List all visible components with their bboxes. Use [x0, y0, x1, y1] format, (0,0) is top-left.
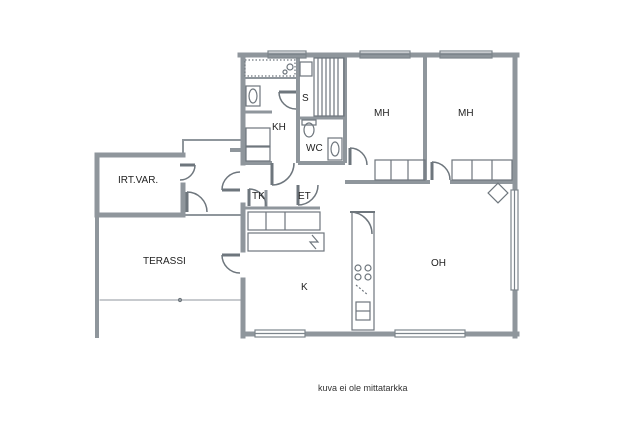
room-label-mh-1: MH — [374, 108, 390, 119]
room-label-irt-var: IRT.VAR. — [118, 175, 159, 186]
scale-disclaimer: kuva ei ole mittatarkka — [318, 383, 408, 393]
room-label-mh-2: MH — [458, 108, 474, 119]
interior-walls — [243, 57, 515, 210]
room-label-et: ET — [298, 191, 311, 202]
windows — [254, 50, 519, 338]
room-label-wc: WC — [306, 143, 323, 154]
room-label-kh: KH — [272, 122, 286, 133]
room-label-terassi: TERASSI — [143, 256, 186, 267]
room-label-k: K — [301, 282, 308, 293]
room-label-s: S — [302, 93, 309, 104]
fixtures — [177, 57, 513, 331]
room-label-oh: OH — [431, 258, 446, 269]
room-label-tk: TK — [252, 191, 265, 202]
